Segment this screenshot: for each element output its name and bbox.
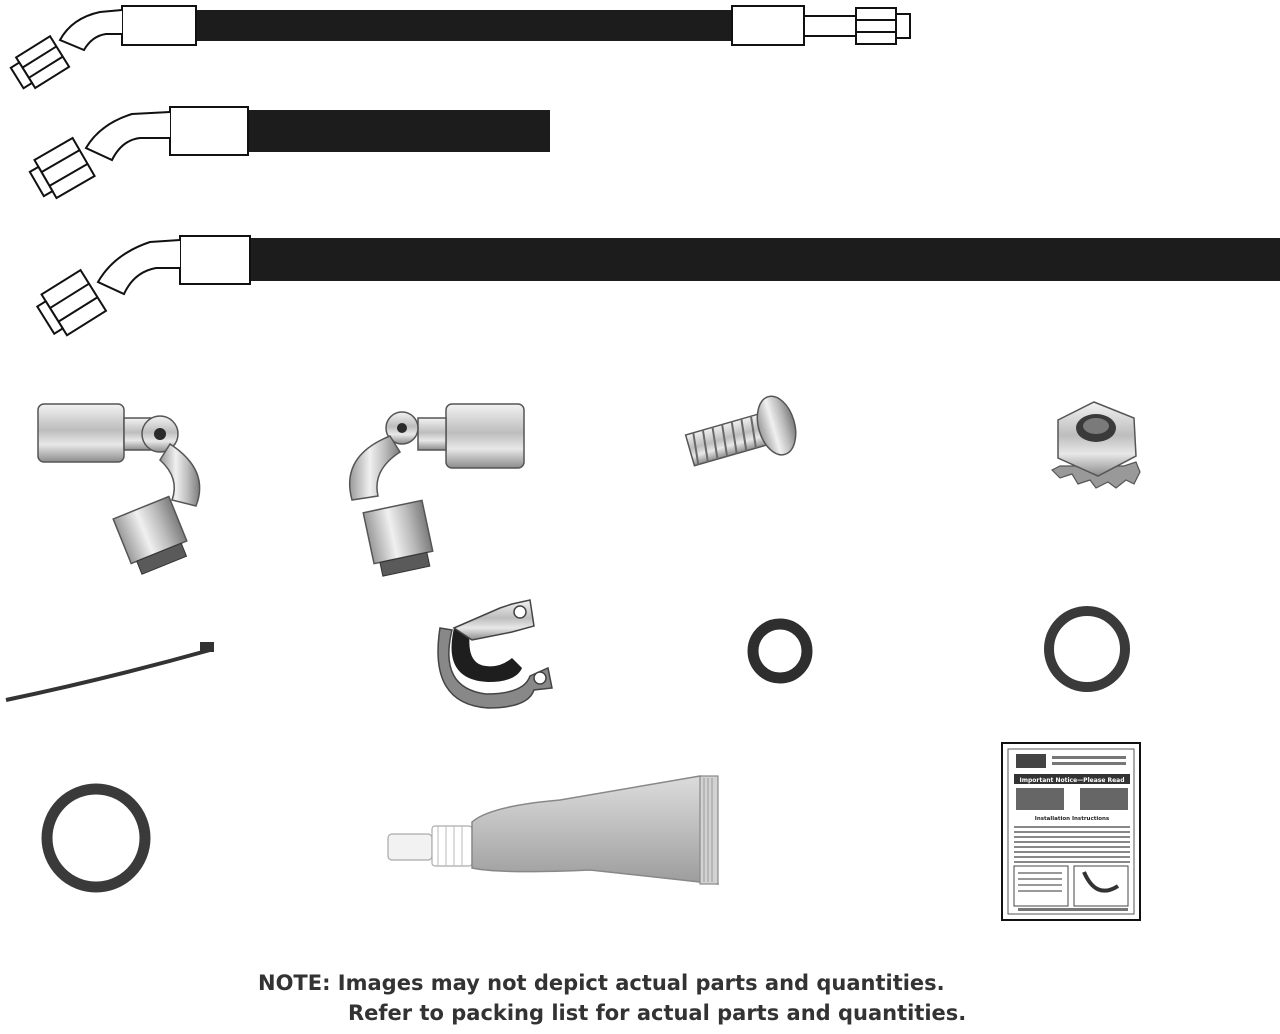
screw [684,395,797,467]
hose-clamp [437,599,553,709]
instruction-sheet-notice: Important Notice—Please Read [1019,777,1124,784]
lubricant-tube [387,775,719,885]
zip-tie [5,642,214,702]
hose-assembly-long [35,235,1280,337]
nut [1050,401,1141,489]
disclaimer-note: NOTE: Images may not depict actual parts… [0,968,1280,1028]
hose-assembly-short [28,106,550,200]
instruction-sheet: Important Notice—Please Read Installatio… [1001,742,1141,921]
o-ring-large [41,783,151,893]
hose-assembly-long-both-ends [9,5,911,90]
fitting-90-with-port-right [348,403,525,577]
note-line-1: NOTE: Images may not depict actual parts… [258,971,945,995]
fitting-90-with-port-left [37,403,201,575]
o-ring-small [747,618,813,684]
instruction-sheet-install-heading: Installation Instructions [1035,816,1110,822]
note-line-2: Refer to packing list for actual parts a… [348,1001,967,1025]
o-ring-medium [1044,606,1130,692]
